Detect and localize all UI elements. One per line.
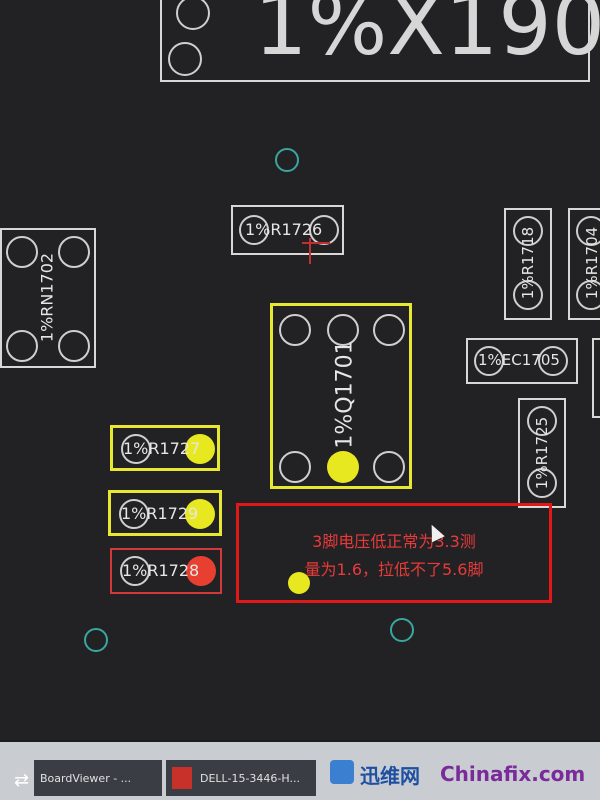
pad	[538, 346, 568, 376]
via	[390, 618, 414, 642]
taskbar: ⇄ BoardViewer - ... DELL-15-3446-H... 迅维…	[0, 742, 600, 800]
component-r1725[interactable]: 1%R1725	[518, 398, 566, 508]
component-r1726[interactable]: 1%R1726	[231, 205, 344, 255]
pin3-highlight-dot	[327, 451, 359, 483]
board-canvas[interactable]: 1%X190 1%R1726 1%RN1702 1%R1718 1%R1704	[0, 0, 600, 740]
via	[275, 148, 299, 172]
component-r1728-highlighted[interactable]: 1%R1728	[110, 548, 222, 594]
pad	[6, 236, 38, 268]
watermark-logo-icon	[330, 760, 354, 784]
component-label-ec1705: 1%EC1705	[478, 351, 560, 369]
component-r1727-highlighted[interactable]: 1%R1727	[110, 425, 220, 471]
pad	[576, 216, 600, 246]
pad	[527, 468, 557, 498]
pad	[309, 215, 339, 245]
pad	[119, 499, 149, 529]
component-label-x190: 1%X190	[254, 0, 600, 74]
boardviewer-label: BoardViewer - ...	[40, 772, 132, 785]
pad	[327, 314, 359, 346]
component-r1704[interactable]: 1%R1704	[568, 208, 600, 320]
pad	[58, 236, 90, 268]
pad	[373, 314, 405, 346]
via	[84, 628, 108, 652]
pad	[120, 556, 150, 586]
component-label-q1701: 1%Q1701	[332, 340, 358, 449]
shuffle-icon[interactable]: ⇄	[14, 770, 30, 791]
pad	[373, 451, 405, 483]
pdf-icon	[172, 767, 192, 789]
pad	[176, 0, 210, 30]
pad	[239, 215, 269, 245]
pad	[121, 434, 151, 464]
component-ec1705[interactable]: 1%EC1705	[466, 338, 578, 384]
component-label-r1728: 1%R1728	[122, 561, 200, 580]
annotation-line-2: 量为1.6，拉低不了5.6脚	[304, 560, 484, 579]
crosshair-cursor-v	[309, 238, 311, 264]
taskbar-item-pdf[interactable]: DELL-15-3446-H...	[166, 760, 316, 796]
pad	[279, 314, 311, 346]
component-label-r1729: 1%R1729	[121, 504, 199, 523]
pad	[474, 346, 504, 376]
pad-highlight-dot	[186, 556, 216, 586]
component-edge	[592, 338, 600, 418]
probe-point-dot	[288, 572, 310, 594]
annotation-line-1: 3脚电压低正常为3.3测	[312, 532, 476, 551]
pad	[576, 280, 600, 310]
pad	[527, 406, 557, 436]
pad	[513, 280, 543, 310]
component-label-r1727: 1%R1727	[123, 439, 201, 458]
component-label-r1726: 1%R1726	[245, 220, 323, 239]
crosshair-cursor	[302, 242, 330, 244]
taskbar-item-boardviewer[interactable]: BoardViewer - ...	[34, 760, 162, 796]
pad-highlight-dot	[185, 434, 215, 464]
component-r1718[interactable]: 1%R1718	[504, 208, 552, 320]
component-rn1702[interactable]: 1%RN1702	[0, 228, 96, 368]
component-r1729-highlighted[interactable]: 1%R1729	[108, 490, 222, 536]
component-label-rn1702: 1%RN1702	[37, 252, 57, 343]
pad-highlight-dot	[185, 499, 215, 529]
pad	[58, 330, 90, 362]
watermark-cn: 迅维网	[360, 764, 420, 788]
pad	[513, 216, 543, 246]
pad	[279, 451, 311, 483]
component-label-r1725: 1%R1725	[533, 416, 551, 490]
pad	[6, 330, 38, 362]
pdf-label: DELL-15-3446-H...	[200, 772, 300, 785]
component-q1701-highlighted[interactable]: 1%Q1701	[270, 303, 412, 489]
watermark-en: Chinafix.com	[440, 762, 586, 786]
pad	[168, 42, 202, 76]
component-label-r1704: 1%R1704	[583, 226, 600, 300]
component-x190[interactable]: 1%X190	[160, 0, 600, 82]
component-label-r1718: 1%R1718	[519, 226, 537, 300]
annotation-box: 3脚电压低正常为3.3测 量为1.6，拉低不了5.6脚	[236, 503, 552, 603]
